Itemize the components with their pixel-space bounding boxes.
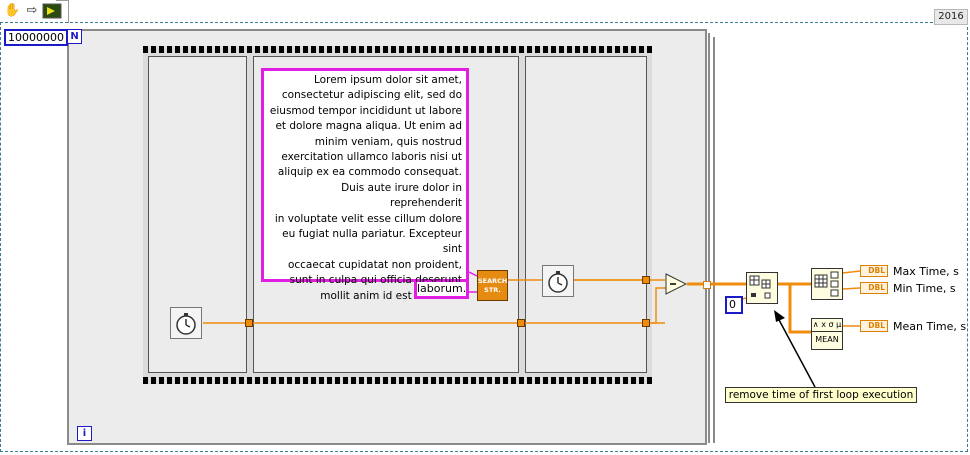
for-loop-edge bbox=[703, 33, 710, 443]
run-vi-icon[interactable] bbox=[42, 3, 62, 19]
hand-icon[interactable]: ✋ bbox=[4, 3, 21, 18]
comment-label[interactable]: remove time of first loop execution bbox=[725, 387, 917, 403]
index-constant[interactable]: 0 bbox=[725, 296, 743, 314]
block-diagram-frame bbox=[0, 22, 968, 452]
sequence-tunnel[interactable] bbox=[517, 319, 525, 327]
sequence-tunnel[interactable] bbox=[642, 276, 650, 284]
max-time-label: Max Time, s bbox=[893, 265, 959, 278]
mean-time-indicator[interactable]: DBL bbox=[860, 320, 888, 332]
mean-symbols: ∧ x σ μ bbox=[812, 319, 842, 332]
tab-corner bbox=[56, 0, 69, 23]
min-time-indicator[interactable]: DBL bbox=[860, 282, 888, 294]
tick-count-icon[interactable] bbox=[170, 307, 202, 339]
loop-count-constant[interactable]: 10000000 bbox=[4, 29, 68, 46]
array-max-min-function[interactable] bbox=[811, 268, 843, 300]
max-time-indicator[interactable]: DBL bbox=[860, 265, 888, 277]
film-strip-top bbox=[143, 46, 652, 53]
sequence-tunnel[interactable] bbox=[642, 319, 650, 327]
search-function-label: SEARCH STR. bbox=[478, 277, 508, 294]
iteration-terminal[interactable]: i bbox=[77, 426, 92, 441]
arrow-icon[interactable]: ⇨ bbox=[26, 3, 38, 18]
search-string-function[interactable]: SEARCH STR. bbox=[477, 270, 508, 301]
sequence-frame-3[interactable] bbox=[525, 56, 647, 373]
count-terminal[interactable]: N bbox=[67, 29, 82, 44]
mean-label: MEAN bbox=[815, 335, 839, 344]
dbl-type-label: DBL bbox=[868, 266, 885, 275]
loop-output-tunnel[interactable] bbox=[703, 281, 711, 289]
for-loop-edge bbox=[709, 37, 715, 443]
dbl-type-label: DBL bbox=[868, 283, 885, 292]
tick-count-icon[interactable] bbox=[542, 265, 574, 297]
sequence-tunnel[interactable] bbox=[245, 319, 253, 327]
dbl-type-label: DBL bbox=[868, 321, 885, 330]
delete-from-array-function[interactable] bbox=[746, 272, 778, 304]
version-label: 2016 bbox=[934, 9, 968, 25]
mean-function[interactable]: ∧ x σ μ MEAN bbox=[811, 318, 843, 350]
subtract-function[interactable] bbox=[665, 273, 688, 295]
search-string-constant[interactable]: laborum. bbox=[414, 282, 469, 299]
text-string-constant[interactable]: Lorem ipsum dolor sit amet, consectetur … bbox=[261, 68, 469, 302]
mean-time-label: Mean Time, s bbox=[893, 320, 967, 333]
film-strip-bottom bbox=[143, 377, 652, 384]
min-time-label: Min Time, s bbox=[893, 282, 956, 295]
